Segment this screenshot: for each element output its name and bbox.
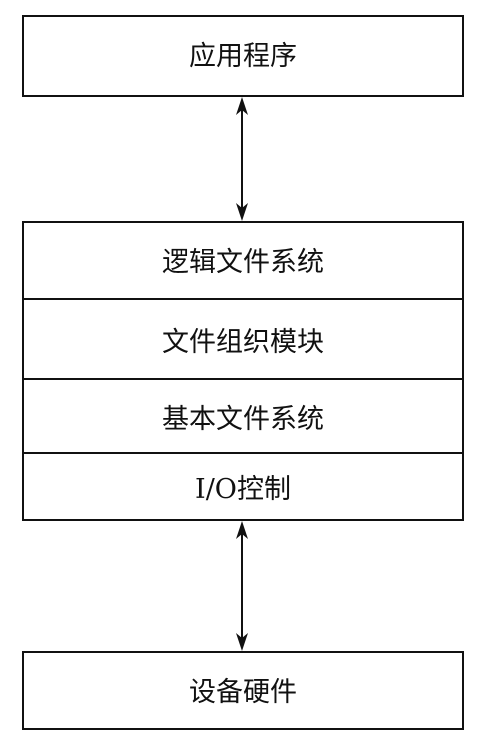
layer-divider: [24, 298, 462, 300]
bidirectional-arrow-top: [236, 97, 248, 221]
device-hardware-label: 设备硬件: [189, 677, 297, 708]
io-control-label: I/O控制: [195, 474, 291, 505]
application-box: 应用程序: [22, 15, 464, 97]
bidirectional-arrow-bottom: [236, 521, 248, 651]
basic-file-system-label: 基本文件系统: [162, 404, 324, 435]
file-organization-module-label: 文件组织模块: [162, 327, 324, 358]
layer-divider: [24, 378, 462, 380]
logical-file-system-label: 逻辑文件系统: [162, 247, 324, 278]
application-label: 应用程序: [189, 41, 297, 72]
device-hardware-box: 设备硬件: [22, 651, 464, 730]
file-system-layer-stack: 逻辑文件系统 文件组织模块 基本文件系统 I/O控制: [22, 221, 464, 521]
layer-divider: [24, 452, 462, 454]
